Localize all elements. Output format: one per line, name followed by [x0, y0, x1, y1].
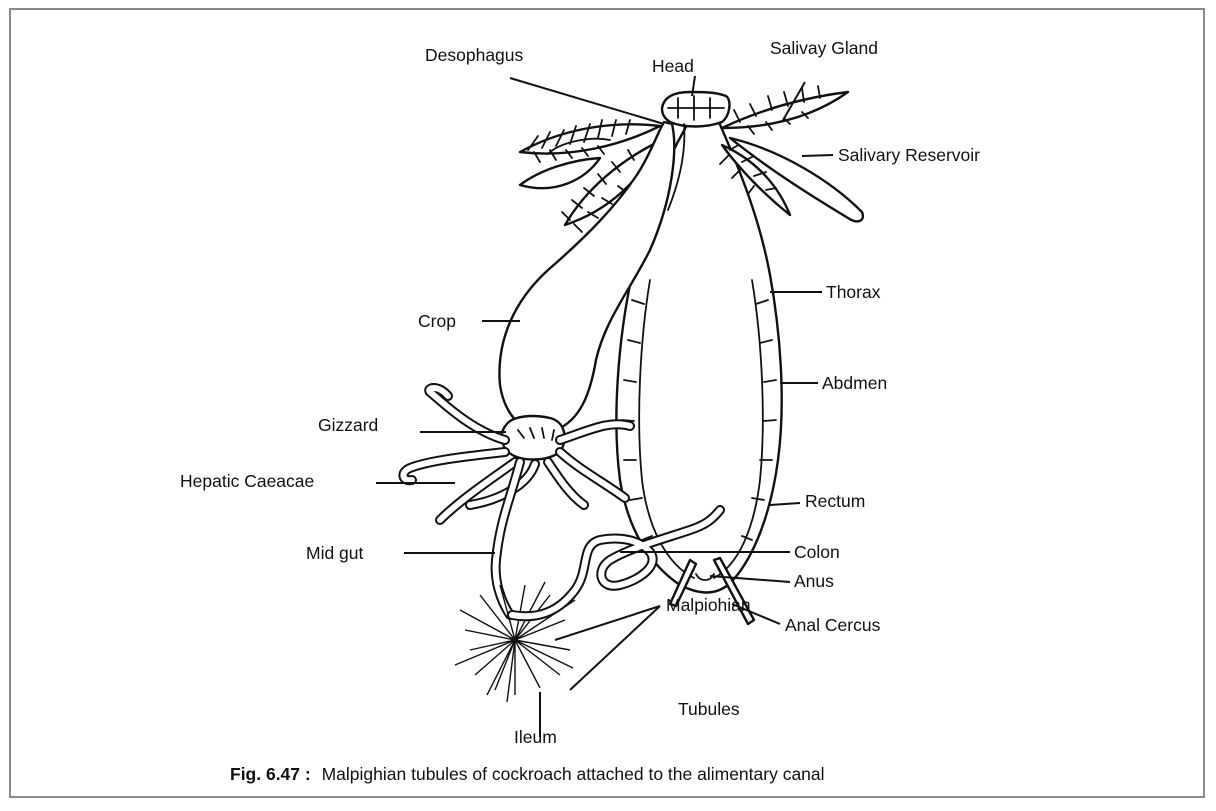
caption-prefix: Fig. 6.47 : — [230, 764, 311, 784]
diagram-drawing — [403, 86, 862, 702]
label-crop: Crop — [418, 311, 456, 331]
label-hepatic-caecae: Hepatic Caeacae — [180, 471, 314, 491]
caption-text: Malpighian tubules of cockroach attached… — [322, 764, 825, 784]
malpighian-tubules — [455, 582, 575, 702]
figure-caption: Fig. 6.47 : Malpighian tubules of cockro… — [230, 764, 825, 784]
label-oesophagus: Desophagus — [425, 45, 524, 65]
label-salivary-reservoir: Salivary Reservoir — [838, 145, 980, 165]
label-mid-gut: Mid gut — [306, 543, 364, 563]
label-malpighian-1: Malpiohian — [666, 595, 751, 615]
label-head: Head — [652, 56, 694, 76]
head-shape — [662, 92, 729, 127]
label-gizzard: Gizzard — [318, 415, 378, 435]
label-colon: Colon — [794, 542, 840, 562]
label-malpighian-2: Tubules — [678, 699, 740, 719]
label-thorax: Thorax — [826, 282, 881, 302]
label-anal-cercus: Anal Cercus — [785, 615, 881, 635]
label-salivary-gland: Salivay Gland — [770, 38, 878, 58]
label-ileum: Ileum — [514, 727, 557, 747]
label-rectum: Rectum — [805, 491, 865, 511]
label-anus: Anus — [794, 571, 834, 591]
label-abdomen: Abdmen — [822, 373, 887, 393]
